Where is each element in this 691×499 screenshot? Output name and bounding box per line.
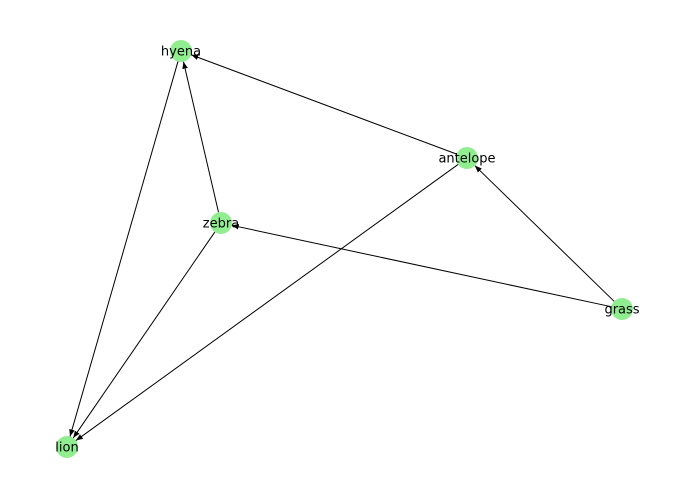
node-antelope xyxy=(456,147,478,169)
node-label-lion: lion xyxy=(55,441,78,456)
edge-grass-to-zebra xyxy=(231,224,612,308)
node-label-grass: grass xyxy=(604,303,639,318)
edge-grass-to-antelope xyxy=(474,165,615,302)
node-label-zebra: zebra xyxy=(203,217,239,232)
edge-zebra-to-lion xyxy=(72,231,216,439)
edge-hyena-to-lion xyxy=(69,61,179,437)
edge-antelope-to-hyena xyxy=(191,54,457,155)
node-label-hyena: hyena xyxy=(161,45,201,60)
node-grass xyxy=(611,298,633,320)
node-lion xyxy=(56,436,78,458)
node-label-antelope: antelope xyxy=(438,152,495,167)
node-hyena xyxy=(170,40,192,62)
edge-zebra-to-hyena xyxy=(182,61,219,213)
edge-antelope-to-lion xyxy=(75,164,459,441)
node-zebra xyxy=(210,212,232,234)
